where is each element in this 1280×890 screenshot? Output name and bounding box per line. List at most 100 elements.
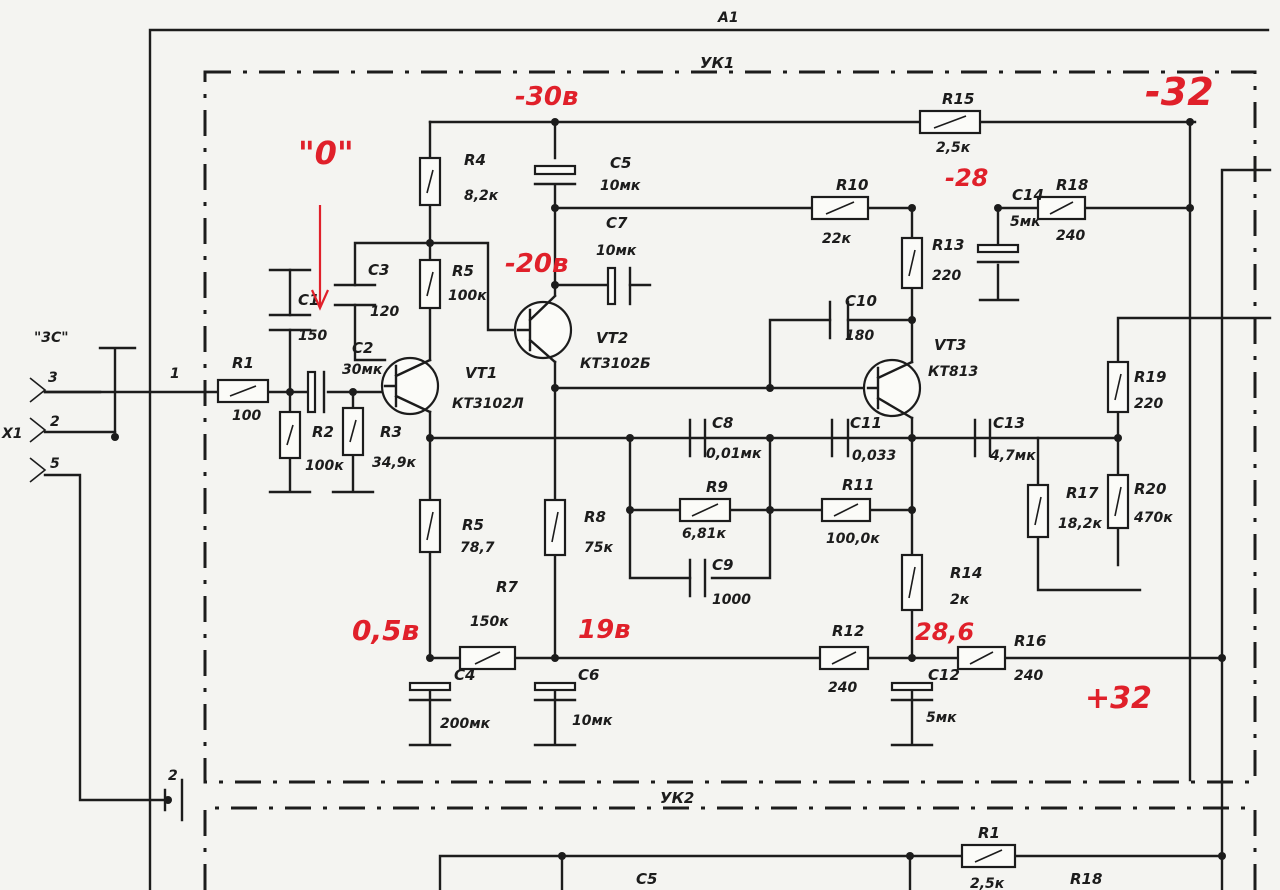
r16-ref: R16 [1014,632,1046,650]
r19-ref: R19 [1134,368,1166,386]
r18b-ref: R18 [1070,870,1102,888]
r19-value: 220 [1134,396,1163,412]
r2-value: 100к [305,458,344,474]
r20-ref: R20 [1134,480,1166,498]
r15-value: 2,5к [936,140,971,156]
c10-ref: C10 [845,292,877,310]
capacitor-c12 [890,681,934,702]
r1b-value: 2,5к [970,876,1005,890]
capacitor-c11 [830,418,850,458]
c9-ref: C9 [712,556,733,574]
resistor-r15 [918,109,982,135]
c9-value: 1000 [712,592,751,608]
annotation-zero: "0" [298,134,354,172]
resistor-r1b [960,843,1017,869]
r18-ref: R18 [1056,176,1088,194]
r11-ref: R11 [842,476,874,494]
vt1-value: КТ3102Л [452,396,524,412]
outer-frame-title: A1 [717,10,739,26]
resistor-r2 [278,410,302,460]
r4-value: 8,2к [464,188,499,204]
r12-ref: R12 [832,622,864,640]
input-connector-x1 [29,346,184,822]
connector-label: "3С" [34,330,69,346]
vt2-value: КТ3102Б [580,356,651,372]
r10-ref: R10 [836,176,868,194]
resistor-r8 [543,498,567,557]
annotation-19v: 19в [578,615,631,645]
r5b-ref: R5 [462,516,484,534]
r12-value: 240 [828,680,857,696]
r1b-ref: R1 [978,824,1000,842]
resistor-r19 [1106,360,1130,414]
annotation-plus-32: +32 [1085,681,1152,716]
r16-value: 240 [1014,668,1043,684]
c7-value: 10мк [596,243,637,259]
r13-value: 220 [932,268,961,284]
r5a-ref: R5 [452,262,474,280]
r11-value: 100,0к [826,531,880,547]
c10-value: 180 [845,328,874,344]
c8-value: 0,01мк [706,446,762,462]
c14-value: 5мк [1010,214,1041,230]
capacitor-c4 [408,681,452,702]
resistor-r17 [1026,483,1050,539]
capacitor-c1 [268,313,312,332]
c11-value: 0,033 [852,448,896,464]
vt2-ref: VT2 [596,329,628,347]
c3-ref: C3 [368,261,389,279]
vt3-ref: VT3 [934,336,966,354]
c4-value: 200мк [440,716,491,732]
r20-value: 470к [1133,510,1173,526]
node-1-label: 1 [170,366,180,382]
r15-ref: R15 [942,90,974,108]
capacitor-c6 [533,681,577,702]
r3-ref: R3 [380,423,402,441]
resistor-r3 [341,406,365,457]
voltage-annotations: -30в -32 -28 -20в "0" 0,5в 19в 28,6 +32 [298,70,1214,716]
capacitor-c9 [688,558,707,598]
r13-ref: R13 [932,236,964,254]
r17-value: 18,2к [1058,516,1103,532]
c5-ref: C5 [610,154,631,172]
annotation-minus-32: -32 [1145,70,1214,114]
c7-ref: C7 [606,214,628,232]
r8-ref: R8 [584,508,606,526]
r18-value: 240 [1056,228,1085,244]
resistor-r5a [418,258,442,310]
capacitor-c3 [333,283,377,307]
annotation-minus-20v: -20в [505,249,568,279]
vt3-value: КТ813 [928,364,978,380]
transistor-vt1 [380,356,440,416]
r3-value: 34,9к [372,455,417,471]
resistor-r9 [678,497,732,523]
annotation-28-6: 28,6 [915,618,974,646]
capacitor-c7 [606,266,632,306]
c11-ref: C11 [850,414,882,432]
r2-ref: R2 [312,423,334,441]
component-labels: R1 100 C1 150 C2 30мк R2 100к R3 34,9к C… [232,90,1173,890]
resistor-r12 [818,645,870,671]
r9-value: 6,81к [682,526,727,542]
c6-value: 10мк [572,713,613,729]
resistor-r11 [820,497,872,523]
capacitor-c8 [688,418,707,458]
resistor-r16 [956,645,1007,671]
annotation-0-5v: 0,5в [352,614,419,647]
r10-value: 22к [822,231,851,247]
resistor-r4 [418,156,442,207]
r7-ref: R7 [496,578,519,596]
c5b-ref: C5 [636,870,657,888]
capacitor-c5 [533,164,577,186]
c1-value: 150 [298,328,327,344]
resistor-r18 [1036,195,1087,221]
connector-ref: X1 [1,426,23,442]
c3-value: 120 [370,304,399,320]
resistor-r14 [900,553,924,612]
r5b-value: 78,7 [460,540,495,556]
r1-value: 100 [232,408,261,424]
connector-pin-3: 3 [48,370,58,386]
c2-ref: C2 [352,339,373,357]
block-uk2-title: УК2 [660,789,694,807]
block-uk1-frame [203,70,1257,784]
